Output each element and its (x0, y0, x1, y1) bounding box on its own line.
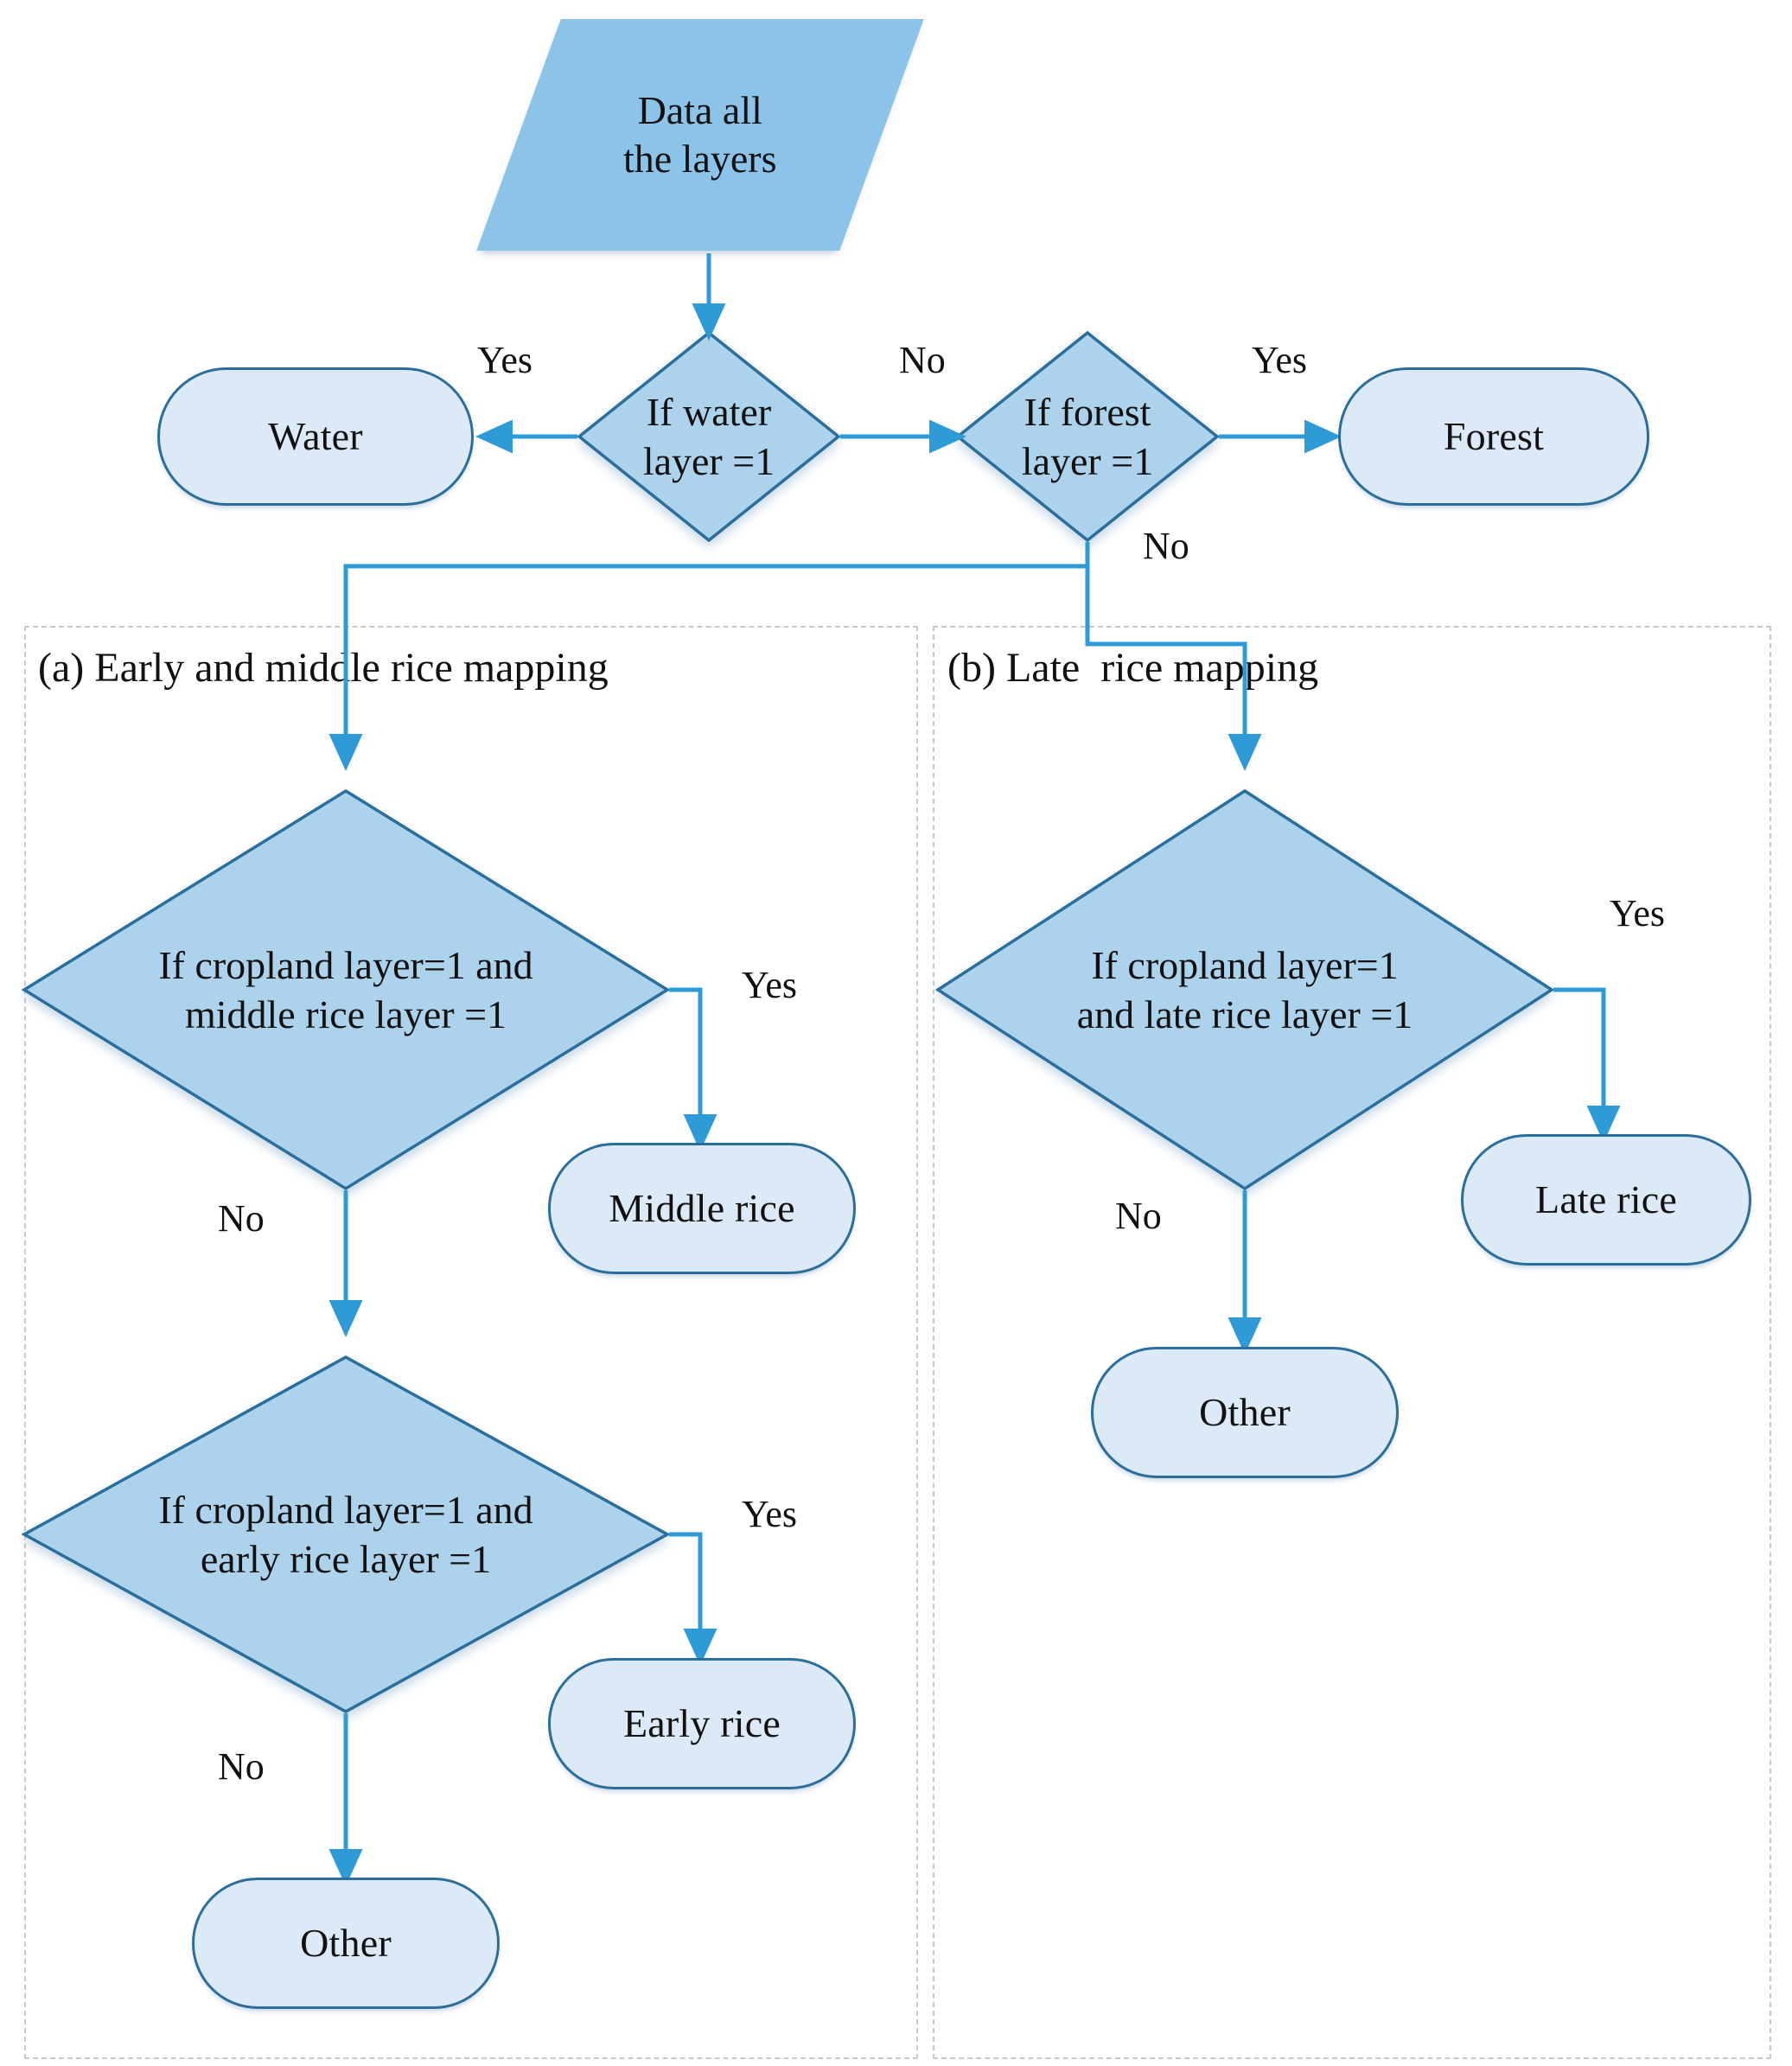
decision-forest-line1: If forest (1024, 389, 1151, 434)
panel-a-border (24, 626, 918, 2059)
edge-label-early-yes: Yes (742, 1493, 798, 1535)
decision-forest-line2: layer =1 (1021, 439, 1154, 483)
edge-label-water-no: No (899, 339, 946, 381)
edge-label-forest-yes: Yes (1252, 339, 1308, 381)
start-node-line1: Data all (637, 87, 763, 132)
edge-label-early-no: No (218, 1745, 265, 1788)
edge-label-middle-yes: Yes (742, 964, 798, 1006)
terminal-early-rice[interactable]: Early rice (548, 1658, 856, 1789)
decision-forest-shape (955, 330, 1220, 543)
terminal-middle-rice-label: Middle rice (609, 1185, 795, 1230)
terminal-other-a-label: Other (300, 1920, 392, 1965)
decision-water-shape (577, 330, 841, 543)
edge-label-late-no: No (1115, 1195, 1162, 1237)
edge-label-forest-no: No (1143, 525, 1189, 567)
terminal-middle-rice[interactable]: Middle rice (548, 1143, 856, 1274)
start-node-data-all-layers[interactable]: Data all the layers (476, 19, 924, 251)
decision-water-line1: If water (646, 389, 772, 434)
start-node-line2: the layers (623, 137, 777, 181)
edge-label-middle-no: No (218, 1197, 265, 1240)
terminal-other-a[interactable]: Other (192, 1878, 500, 2009)
terminal-water-label: Water (268, 413, 363, 458)
panel-b-title: (b) Late rice mapping (947, 645, 1319, 691)
panel-b-border (933, 626, 1771, 2059)
terminal-late-rice-label: Late rice (1535, 1176, 1677, 1221)
edge-label-water-yes: Yes (477, 339, 533, 381)
edge-label-late-yes: Yes (1610, 892, 1666, 934)
terminal-other-b-label: Other (1199, 1389, 1291, 1434)
terminal-water[interactable]: Water (157, 367, 474, 506)
terminal-forest[interactable]: Forest (1338, 367, 1649, 506)
terminal-other-b[interactable]: Other (1091, 1347, 1399, 1478)
terminal-forest-label: Forest (1443, 413, 1545, 458)
terminal-early-rice-label: Early rice (622, 1700, 781, 1745)
panel-a-title: (a) Early and middle rice mapping (38, 645, 609, 691)
decision-water-line2: layer =1 (642, 439, 775, 483)
decision-forest-label: If forest layer =1 (958, 372, 1217, 501)
terminal-late-rice[interactable]: Late rice (1461, 1134, 1751, 1266)
decision-water-label: If water layer =1 (579, 372, 839, 501)
